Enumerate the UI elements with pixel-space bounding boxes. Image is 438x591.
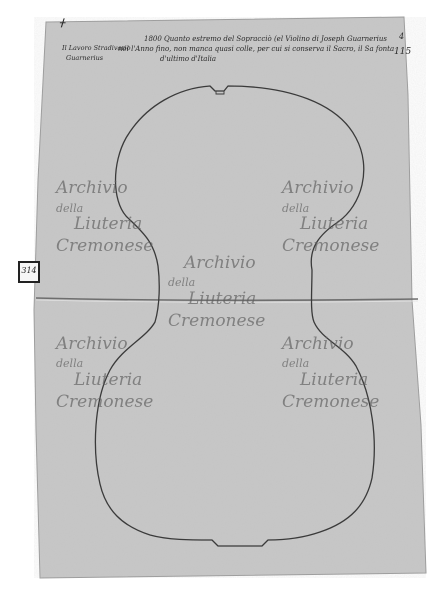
watermark-della: della	[56, 357, 84, 370]
watermark-cremonese: Cremonese	[282, 236, 380, 256]
header-line-3: d'ultimo d'Italia	[160, 55, 217, 63]
catalog-number: 314	[21, 266, 37, 275]
header-number-top: 4	[399, 32, 405, 41]
outline-notch-top	[215, 91, 225, 95]
paper-texture	[34, 17, 426, 578]
watermark-cremonese: Cremonese	[56, 392, 154, 412]
watermark-archivio: Archivio	[282, 334, 354, 354]
left-note-line-1: Il Lavoro Stradivario	[62, 44, 131, 52]
watermark-liuteria: Liuteria	[188, 289, 257, 309]
watermark-archivio: Archivio	[56, 334, 128, 354]
watermark-archivio: Archivio	[184, 253, 256, 273]
watermark-della: della	[282, 357, 310, 370]
watermark-liuteria: Liuteria	[300, 214, 369, 234]
watermark-cremonese: Cremonese	[282, 392, 380, 412]
watermark-archivio: Archivio	[56, 178, 128, 198]
header-line-1: 1800 Quanto estremo del Sopracciò (el Vi…	[144, 35, 387, 43]
watermark-liuteria: Liuteria	[74, 370, 143, 390]
watermark-della: della	[168, 276, 196, 289]
violin-outline	[94, 85, 375, 547]
catalog-tag: 314	[18, 261, 40, 283]
watermark-cremonese: Cremonese	[56, 236, 154, 256]
watermark-cremonese: Cremonese	[168, 311, 266, 331]
header-number: 115	[394, 47, 412, 57]
fold-shadow	[35, 299, 419, 303]
watermark-della: della	[56, 202, 84, 215]
watermark-della: della	[282, 202, 310, 215]
watermark-archivio: Archivio	[282, 178, 354, 198]
left-note-line-2: Guarnerius	[66, 54, 104, 62]
fold-line	[35, 297, 419, 302]
watermark-liuteria: Liuteria	[300, 370, 369, 390]
header-line-2: nel l'Anno fino, non manca quasi colle, …	[118, 45, 395, 53]
watermark-liuteria: Liuteria	[74, 214, 143, 234]
corner-mark: ᚋ	[60, 16, 66, 29]
